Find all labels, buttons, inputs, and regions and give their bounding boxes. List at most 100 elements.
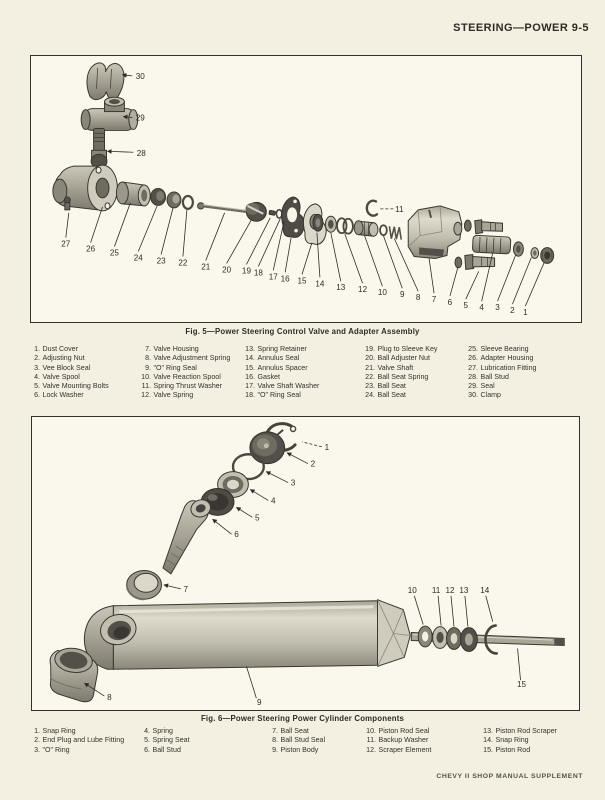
part-list-item: 4.Valve Spool	[27, 373, 139, 382]
part-list-item: 10.Valve Reaction Spool	[138, 373, 250, 382]
part-name: Ball Adjuster Nut	[377, 354, 430, 363]
part-number: 14.	[245, 354, 255, 363]
part-name: Piston Body	[280, 745, 319, 754]
part-list-item: 12.Valve Spring	[138, 391, 250, 400]
part-name: Ball Seat Spring	[377, 372, 429, 381]
part-list-item: 10.Piston Rod Seal	[363, 727, 475, 736]
part-name: "O" Ring	[42, 745, 70, 754]
part-number: 8.	[272, 736, 278, 745]
part-name: Seal	[480, 382, 495, 391]
fig6-callout-13: 13	[459, 586, 469, 595]
fig5-panel: 30 29 28 27 26 25 24 23 22 21 20 19 18 1…	[30, 55, 582, 323]
fig5-callout-27: 27	[61, 240, 71, 249]
fig5-callout-14: 14	[315, 279, 325, 288]
part-list-item: 15.Annulus Spacer	[242, 364, 354, 373]
fig5-part-valve-shaft-21	[197, 202, 249, 214]
part-list-item: 20.Ball Adjuster Nut	[362, 354, 474, 363]
fig6-callouts: 1 2 3 4 5 6 7 8 9 10 11 12 13 14 15	[107, 443, 526, 707]
fig6-part-ball-stud-seal-8	[49, 647, 99, 703]
part-name: Spring Seat	[152, 736, 190, 745]
part-number: 7.	[145, 345, 151, 353]
part-number: 10.	[141, 372, 151, 381]
part-name: Valve Spool	[42, 372, 80, 381]
part-name: Valve Housing	[153, 345, 199, 353]
fig5-callout-7: 7	[432, 295, 437, 304]
part-name: Gasket	[257, 372, 280, 381]
fig5-callout-22: 22	[178, 258, 188, 267]
fig5-part-lock-washers-6	[454, 219, 472, 269]
part-list-item: 16.Gasket	[242, 373, 354, 382]
part-name: Spring	[152, 727, 174, 735]
fig5-callout-5: 5	[464, 301, 469, 310]
part-list-item: 1.Snap Ring	[27, 727, 139, 736]
fig5-callout-12: 12	[358, 285, 368, 294]
fig6-part-piston-body-9	[83, 599, 411, 670]
fig6-exploded-diagram: 1 2 3 4 5 6 7 8 9 10 11 12 13 14 15	[49, 422, 565, 707]
part-list-item: 3.Vee Block Seal	[27, 364, 139, 373]
part-name: Lubrication Fitting	[480, 363, 537, 372]
fig5-part-ball-adjuster-nut-20	[245, 201, 267, 222]
part-name: Vee Block Seal	[42, 363, 91, 372]
fig5-part-reaction-spool-10	[353, 220, 379, 237]
part-number: 2.	[34, 736, 40, 745]
part-list-item: 7.Ball Seat	[265, 727, 377, 736]
fig5-callout-19: 19	[242, 266, 252, 275]
part-list-item: 23.Ball Seat	[362, 382, 474, 391]
part-number: 2.	[34, 354, 40, 363]
part-list-item: 5.Valve Mounting Bolts	[27, 382, 139, 391]
fig5-part-valve-housing-7	[407, 205, 463, 259]
part-name: "O" Ring Seal	[257, 391, 301, 400]
part-name: Annulus Spacer	[257, 363, 308, 372]
fig5-callout-26: 26	[86, 245, 96, 254]
part-name: Dust Cover	[42, 345, 78, 353]
part-name: Adapter Housing	[480, 354, 534, 363]
part-name: Adjusting Nut	[42, 354, 85, 363]
fig6-part-scraper-element-12	[446, 627, 462, 650]
part-number: 15.	[245, 363, 255, 372]
part-list-item: 8.Ball Stud Seal	[265, 736, 377, 745]
part-number: 10.	[366, 727, 376, 735]
fig6-callout-3: 3	[291, 479, 296, 488]
part-number: 14.	[483, 736, 493, 745]
fig5-callout-18: 18	[254, 268, 264, 277]
fig6-part-rod-scraper-13	[459, 627, 478, 652]
fig5-part-adapter-housing-26	[52, 164, 118, 212]
fig5-callout-15: 15	[298, 276, 308, 285]
fig5-part-ball-seat-23	[166, 191, 182, 209]
part-number: 13.	[245, 345, 255, 353]
fig5-part-vee-block-seal-3	[512, 241, 524, 257]
part-list-item: 12.Scraper Element	[363, 746, 475, 755]
part-name: Valve Adjustment Spring	[153, 354, 231, 363]
fig5-callout-11: 11	[395, 205, 404, 214]
page-footer: CHEVY II SHOP MANUAL SUPPLEMENT	[436, 773, 583, 780]
fig5-callout-30: 30	[136, 72, 146, 81]
fig5-callout-29: 29	[136, 114, 146, 123]
fig5-callout-1: 1	[523, 308, 528, 317]
part-number: 16.	[245, 372, 255, 381]
fig5-callout-28: 28	[137, 149, 147, 158]
part-name: Backup Washer	[378, 736, 429, 745]
fig6-callout-15: 15	[517, 680, 527, 689]
part-list-item: 19.Plug to Sleeve Key	[362, 345, 474, 354]
part-number: 11.	[366, 736, 376, 745]
fig6-part-o-ring-3	[231, 453, 265, 481]
part-name: Ball Seat	[377, 382, 406, 391]
part-name: Scraper Element	[378, 745, 432, 754]
part-name: Valve Spring	[153, 391, 194, 400]
fig6-leader-lines	[84, 441, 521, 699]
fig6-part-snap-ring-14	[484, 624, 498, 655]
part-name: Sleeve Bearing	[480, 345, 529, 353]
fig5-exploded-diagram: 30 29 28 27 26 25 24 23 22 21 20 19 18 1…	[52, 62, 555, 317]
part-list-item: 11.Spring Thrust Washer	[138, 382, 250, 391]
part-number: 13.	[483, 727, 493, 735]
fig5-callout-16: 16	[281, 274, 291, 283]
part-number: 3.	[34, 363, 40, 372]
part-number: 24.	[365, 391, 375, 400]
part-list-item: 25.Sleeve Bearing	[465, 345, 577, 354]
fig6-callout-8: 8	[107, 693, 112, 702]
part-list-item: 28.Ball Stud	[465, 373, 577, 382]
part-number: 12.	[366, 745, 376, 754]
fig5-leader-lines	[65, 72, 545, 307]
part-number: 25.	[468, 345, 478, 353]
part-name: Valve Mounting Bolts	[42, 382, 109, 391]
